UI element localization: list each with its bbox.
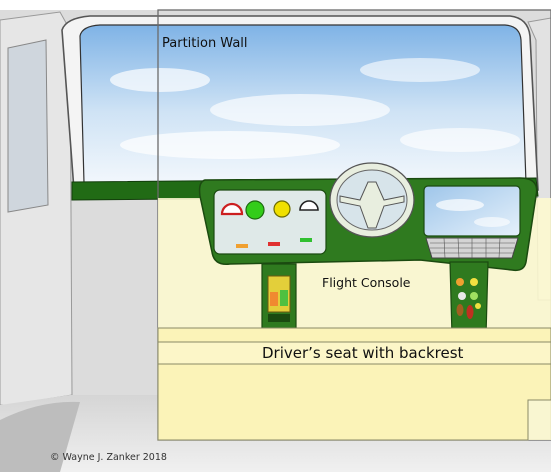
left-pedestal — [262, 264, 296, 336]
steering-wheel-icon — [330, 163, 414, 237]
side-window — [8, 40, 48, 212]
green-light-icon — [246, 201, 264, 219]
windshield — [62, 16, 538, 190]
drivers-seat-label: Driver’s seat with backrest — [262, 344, 463, 362]
yellow-light-icon — [274, 201, 290, 217]
copyright-notice: © Wayne J. Zanker 2018 — [50, 452, 167, 463]
red-gauge-icon — [222, 204, 242, 214]
right-pedestal — [450, 262, 488, 336]
flight-console — [200, 163, 537, 270]
navigation-screen — [424, 186, 520, 236]
flight-console-label: Flight Console — [322, 275, 411, 290]
partition-wall-label: Partition Wall — [162, 36, 248, 51]
